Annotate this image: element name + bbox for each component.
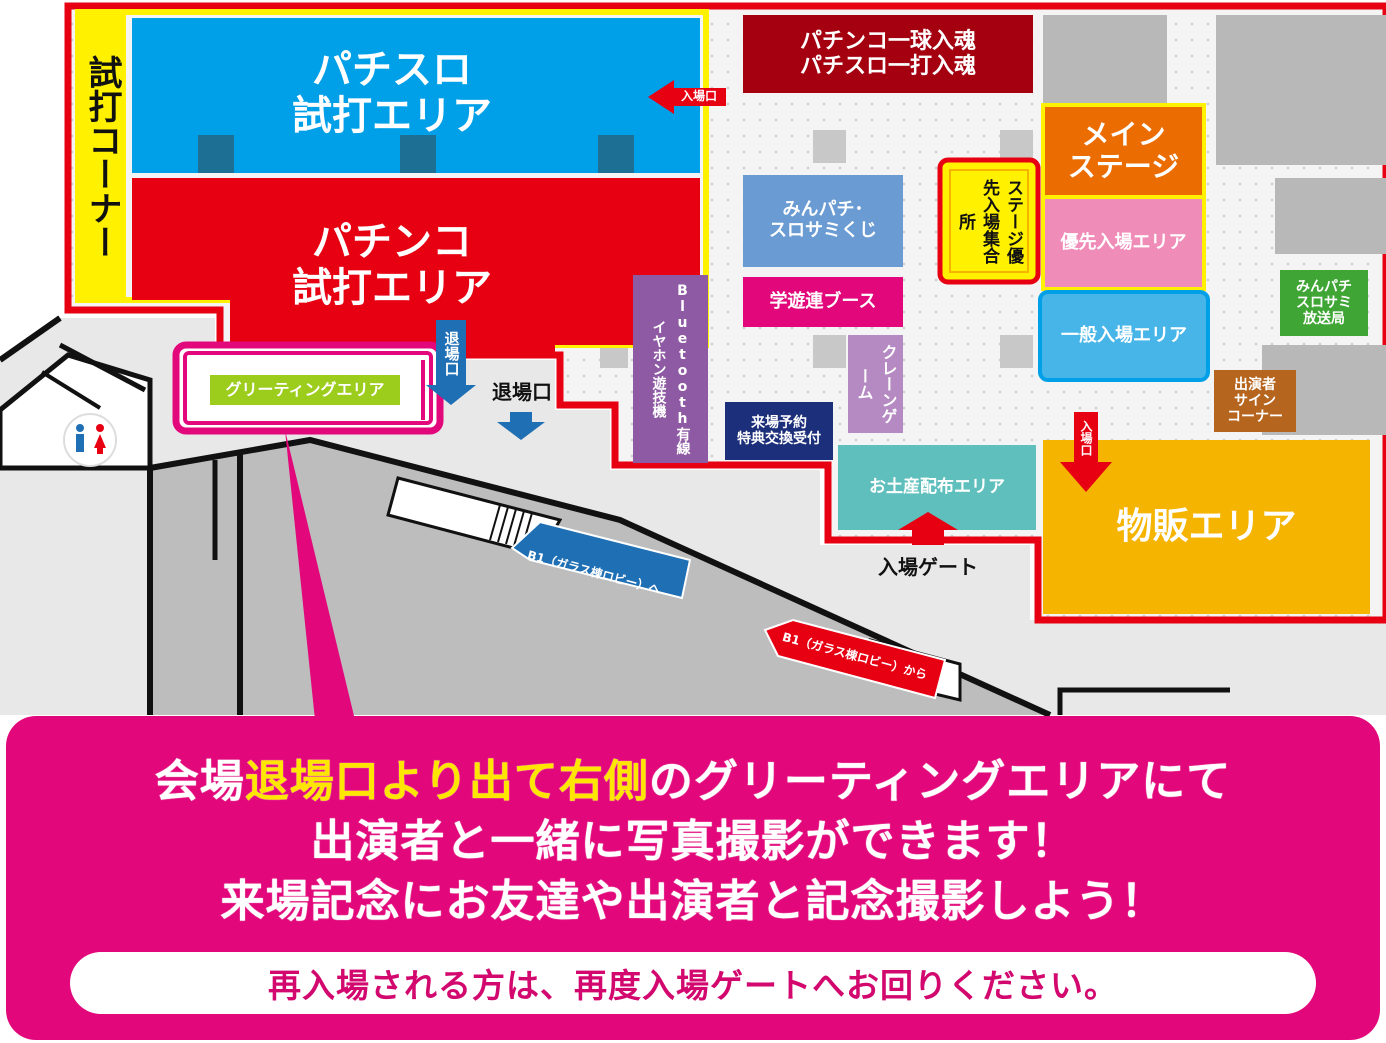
performer-sign-corner: 出演者 サイン コーナー xyxy=(1227,376,1283,426)
callout-line-1-post: のグリーティングエリアにて xyxy=(648,756,1232,807)
tamashii-area: パチンコ一球入魂 パチスロ一打入魂 xyxy=(799,28,976,79)
restroom-icon-figures xyxy=(76,424,106,454)
entrance-right-label: 入場口 xyxy=(1079,420,1093,456)
exit-vertical-label: 退場口 xyxy=(442,330,461,376)
callout-message: 会場退場口より出て右側のグリーティングエリアにて 出演者と一緒に写真撮影ができま… xyxy=(6,752,1380,932)
broadcast-station: みんパチ スロサミ 放送局 xyxy=(1296,278,1352,328)
info-callout: 会場退場口より出て右側のグリーティングエリアにて 出演者と一緒に写真撮影ができま… xyxy=(6,716,1380,1040)
stage-priority-gathering: ステージ優先入場集合所 xyxy=(955,178,1023,264)
restroom-icon xyxy=(63,413,117,467)
greeting-area-label: グリーティングエリア xyxy=(225,379,385,399)
reservation-bonus-desk: 来場予約 特典交換受付 xyxy=(737,414,821,447)
pachislot-test-area: パチスロ 試打エリア xyxy=(292,47,492,139)
entry-gate-label: 入場ゲート xyxy=(878,554,978,579)
main-stage: メイン ステージ xyxy=(1067,117,1180,183)
callout-line-3: 来場記念にお友達や出演者と記念撮影しよう！ xyxy=(220,876,1166,927)
callout-line-2: 出演者と一緒に写真撮影ができます！ xyxy=(310,816,1076,867)
merchandise-area: 物販エリア xyxy=(1116,506,1297,548)
callout-line-1: 会場退場口より出て右側のグリーティングエリアにて xyxy=(6,752,1380,812)
bluetooth-earphone-machines: Bluetooth有線イヤホン遊技機 xyxy=(650,283,691,455)
test-corner-label: 試打コーナー xyxy=(82,55,122,259)
callout-line-1-pre: 会場 xyxy=(154,756,245,807)
callout-line-1-highlight: 退場口より出て右側 xyxy=(244,756,649,807)
entrance-left-label: 入場口 xyxy=(680,89,717,104)
crane-game: クレーンゲーム xyxy=(854,344,898,424)
gakuyuren-booth: 学遊連ブース xyxy=(769,290,877,312)
souvenir-area: お土産配布エリア xyxy=(869,476,1005,497)
minpachi-lottery: みんパチ･ スロサミくじ xyxy=(769,199,877,241)
pachinko-test-area: パチンコ 試打エリア xyxy=(292,219,492,311)
exit-label: 退場口 xyxy=(492,379,552,404)
priority-entry-area: 優先入場エリア xyxy=(1060,231,1187,253)
general-entry-area: 一般入場エリア xyxy=(1061,324,1187,346)
reentry-notice: 再入場される方は、再度入場ゲートへお回りください。 xyxy=(70,952,1316,1014)
